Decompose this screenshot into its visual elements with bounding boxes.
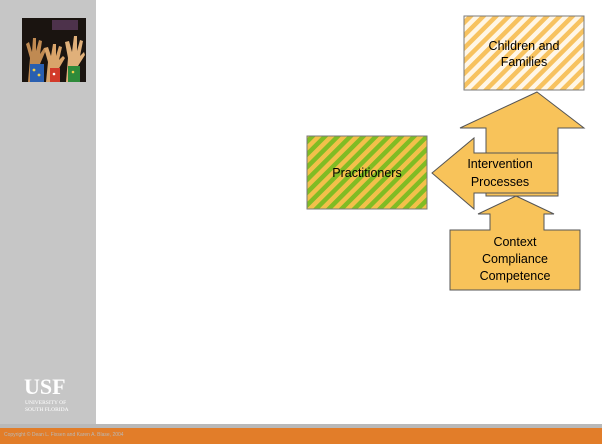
children-families-label-line1: Children and (489, 39, 560, 53)
diagram-canvas: Children and Families Practitioners Inte… (306, 15, 586, 291)
context-callout (449, 195, 581, 291)
copyright-text: Copyright © Dean L. Fixsen and Karen A. … (4, 432, 124, 438)
footer-divider (0, 424, 602, 428)
context-label-line1: Context (493, 235, 537, 249)
children-families-box (463, 15, 585, 91)
practitioners-box (306, 135, 428, 210)
usf-logo: USF UNIVERSITY OF SOUTH FLORIDA (22, 372, 86, 416)
children-families-label-line2: Families (501, 55, 548, 69)
context-label-line2: Compliance (482, 252, 548, 266)
intervention-label-line2: Processes (471, 175, 529, 189)
context-label-line3: Competence (480, 269, 551, 283)
footer-bar (0, 428, 602, 444)
usf-logo-subtext-2: SOUTH FLORIDA (25, 407, 69, 413)
left-arrow-to-practitioners (431, 136, 559, 211)
practitioners-label: Practitioners (332, 166, 401, 180)
usf-logo-subtext-1: UNIVERSITY OF (25, 400, 66, 406)
usf-logo-text: USF (24, 374, 66, 399)
hands-photo-image (22, 18, 86, 82)
intervention-label-line1: Intervention (467, 157, 532, 171)
sidebar: USF UNIVERSITY OF SOUTH FLORIDA (0, 0, 96, 424)
